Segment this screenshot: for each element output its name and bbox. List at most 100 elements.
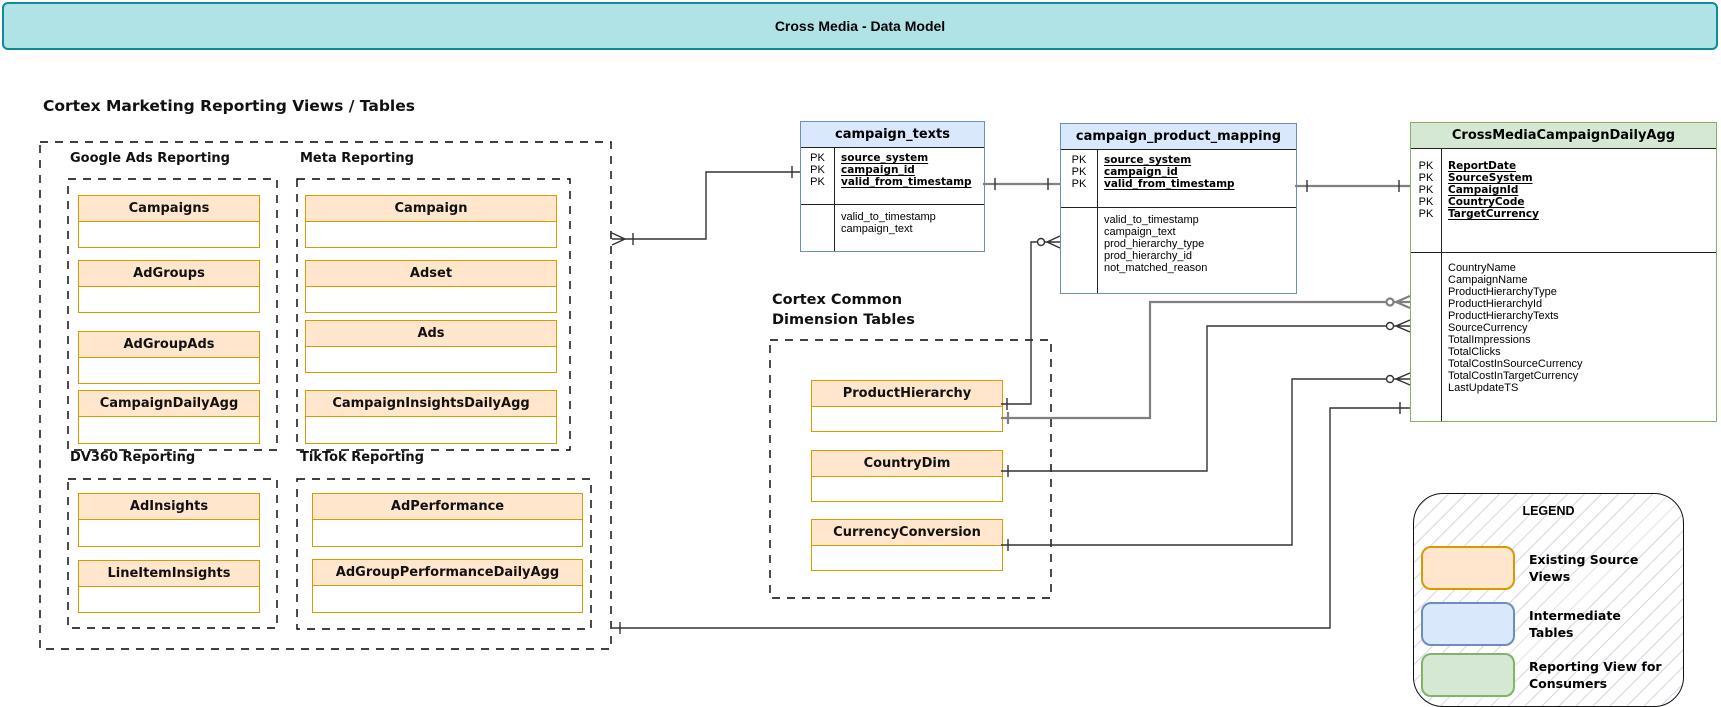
pk-tag: PK bbox=[1071, 178, 1087, 190]
entity-producthierarchy: ProductHierarchy bbox=[811, 380, 1003, 432]
entity-body bbox=[306, 347, 556, 372]
entity-adgroups: AdGroups bbox=[78, 260, 260, 313]
entity-adinsights: AdInsights bbox=[78, 493, 260, 547]
pk-tag: PK bbox=[1418, 196, 1434, 208]
entity-body bbox=[812, 477, 1002, 501]
legend: LEGEND Existing Source Views Intermediat… bbox=[1413, 493, 1684, 707]
group-label-google-ads: Google Ads Reporting bbox=[70, 151, 230, 166]
key-field: valid_from_timestamp bbox=[841, 176, 972, 188]
legend-item-label: Reporting View for Consumers bbox=[1529, 659, 1662, 691]
legend-swatch-blue bbox=[1421, 602, 1515, 646]
entity-adgroupads: AdGroupAds bbox=[78, 331, 260, 384]
entity-title: LineItemInsights bbox=[79, 561, 259, 587]
entity-body bbox=[79, 587, 259, 612]
field: campaign_text bbox=[1104, 226, 1176, 238]
entity-campaigns: Campaigns bbox=[78, 195, 260, 248]
entity-campaign-product-mapping: campaign_product_mapping PK source_system… bbox=[1060, 123, 1297, 294]
field: LastUpdateTS bbox=[1448, 382, 1519, 394]
key-field: SourceSystem bbox=[1448, 172, 1533, 184]
entity-countrydim: CountryDim bbox=[811, 450, 1003, 502]
entity-campaign-texts: campaign_texts PK source_system PK campaig… bbox=[800, 121, 985, 252]
entity-title: CurrencyConversion bbox=[812, 520, 1002, 546]
field: ProductHierarchyTexts bbox=[1448, 310, 1559, 322]
entity-currencyconversion: CurrencyConversion bbox=[811, 519, 1003, 571]
key-field: campaign_id bbox=[841, 164, 915, 176]
pk-tag: PK bbox=[810, 152, 825, 164]
group-label-dv360: DV360 Reporting bbox=[70, 450, 196, 465]
pk-tag: PK bbox=[810, 176, 825, 188]
dimension-section-heading: Cortex Common Dimension Tables bbox=[772, 290, 915, 330]
entity-title: ProductHierarchy bbox=[812, 381, 1002, 407]
entity-body bbox=[79, 417, 259, 443]
pk-tag: PK bbox=[1071, 154, 1087, 166]
connector-texts-to-mapping-ticks bbox=[994, 178, 1049, 190]
legend-item-reporting-view: Reporting View for Consumers bbox=[1421, 653, 1669, 697]
entity-body bbox=[79, 358, 259, 383]
pk-tag: PK bbox=[1418, 172, 1434, 184]
field: ProductHierarchyType bbox=[1448, 286, 1557, 298]
entity-title: AdInsights bbox=[79, 494, 259, 520]
marketing-section-heading: Cortex Marketing Reporting Views / Table… bbox=[43, 97, 415, 115]
entity-adgroupperformancedailyagg: AdGroupPerformanceDailyAgg bbox=[312, 559, 583, 613]
field: TotalClicks bbox=[1448, 346, 1501, 358]
field: CountryName bbox=[1448, 262, 1516, 274]
entity-title: AdGroupAds bbox=[79, 332, 259, 358]
entity-campaigninsightsdailyagg: CampaignInsightsDailyAgg bbox=[305, 390, 557, 444]
pk-tag: PK bbox=[1418, 208, 1434, 220]
field: valid_to_timestamp bbox=[841, 211, 936, 223]
entity-body bbox=[313, 520, 582, 546]
legend-swatch-green bbox=[1421, 653, 1515, 697]
connector-countrydim-to-crossmedia bbox=[1001, 319, 1411, 477]
entity-title: CampaignInsightsDailyAgg bbox=[306, 391, 556, 417]
field: TotalCostInSourceCurrency bbox=[1448, 358, 1583, 370]
field: not_matched_reason bbox=[1104, 262, 1208, 274]
entity-field-section: CountryName CampaignName ProductHierarch… bbox=[1411, 253, 1716, 421]
entity-campaigndailyagg: CampaignDailyAgg bbox=[78, 390, 260, 444]
pk-tag: PK bbox=[1418, 184, 1434, 196]
diagram-title: Cross Media - Data Model bbox=[774, 18, 946, 34]
key-field: campaign_id bbox=[1104, 166, 1178, 178]
legend-title: LEGEND bbox=[1522, 504, 1575, 518]
key-field: TargetCurrency bbox=[1448, 208, 1539, 220]
entity-adperformance: AdPerformance bbox=[312, 493, 583, 547]
entity-field-section: valid_to_timestamp campaign_text prod_hi… bbox=[1061, 208, 1296, 293]
entity-title: AdGroupPerformanceDailyAgg bbox=[313, 560, 582, 586]
legend-item-existing-source-views: Existing Source Views bbox=[1421, 546, 1669, 590]
dimension-heading-line2: Dimension Tables bbox=[772, 312, 915, 328]
entity-body bbox=[812, 546, 1002, 570]
key-field: CampaignId bbox=[1448, 184, 1519, 196]
entity-title: campaign_texts bbox=[801, 122, 984, 148]
entity-title: AdPerformance bbox=[313, 494, 582, 520]
entity-body bbox=[79, 222, 259, 247]
connector-mapping-to-producthierarchy bbox=[1001, 235, 1061, 410]
field: ProductHierarchyId bbox=[1448, 298, 1543, 310]
entity-body bbox=[306, 287, 556, 312]
field: TotalCostInTargetCurrency bbox=[1448, 370, 1579, 382]
connector-currencyconversion-to-crossmedia bbox=[1001, 372, 1411, 551]
field: valid_to_timestamp bbox=[1104, 214, 1199, 226]
entity-title: Adset bbox=[306, 261, 556, 287]
entity-campaign: Campaign bbox=[305, 195, 557, 248]
entity-body bbox=[313, 586, 582, 612]
key-field: source_system bbox=[1104, 154, 1192, 166]
entity-title: AdGroups bbox=[79, 261, 259, 287]
entity-body bbox=[306, 222, 556, 247]
connector-producthierarchy-to-crossmedia bbox=[1001, 294, 1411, 424]
legend-item-intermediate-tables: Intermediate Tables bbox=[1421, 602, 1669, 646]
entity-adset: Adset bbox=[305, 260, 557, 313]
group-label-meta: Meta Reporting bbox=[300, 151, 414, 166]
key-field: source_system bbox=[841, 152, 929, 164]
field: TotalImpressions bbox=[1448, 334, 1531, 346]
key-field: CountryCode bbox=[1448, 196, 1525, 208]
legend-item-label: Intermediate Tables bbox=[1529, 608, 1621, 640]
entity-title: campaign_product_mapping bbox=[1061, 124, 1296, 150]
key-field: valid_from_timestamp bbox=[1104, 178, 1235, 190]
field: prod_hierarchy_type bbox=[1104, 238, 1205, 250]
dimension-heading-line1: Cortex Common bbox=[772, 292, 903, 308]
group-label-tiktok: TikTok Reporting bbox=[300, 450, 424, 465]
connector-marketing-to-campaign-texts bbox=[611, 166, 800, 246]
field: SourceCurrency bbox=[1448, 322, 1528, 334]
